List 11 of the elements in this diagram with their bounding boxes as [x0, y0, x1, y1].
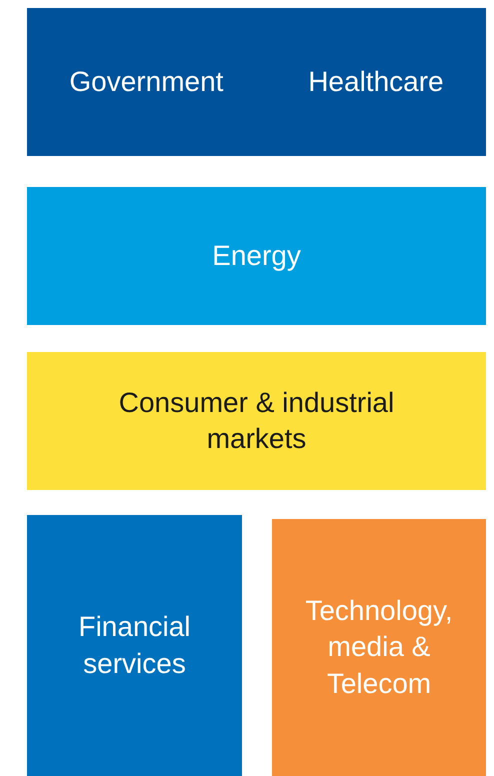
sector-label: Government — [69, 64, 224, 99]
sector-label: Consumer & industrial markets — [118, 386, 396, 456]
sector-label: Financial services — [77, 610, 192, 680]
sector-tile — [27, 187, 486, 325]
sector-label: Technology, media & Telecom — [304, 594, 454, 701]
sector-tile — [27, 8, 486, 156]
sector-tile — [27, 515, 242, 776]
sector-tile — [27, 352, 486, 490]
sector-tile — [272, 519, 486, 776]
sector-label: Energy — [212, 238, 301, 273]
sector-label: Healthcare — [308, 64, 444, 99]
